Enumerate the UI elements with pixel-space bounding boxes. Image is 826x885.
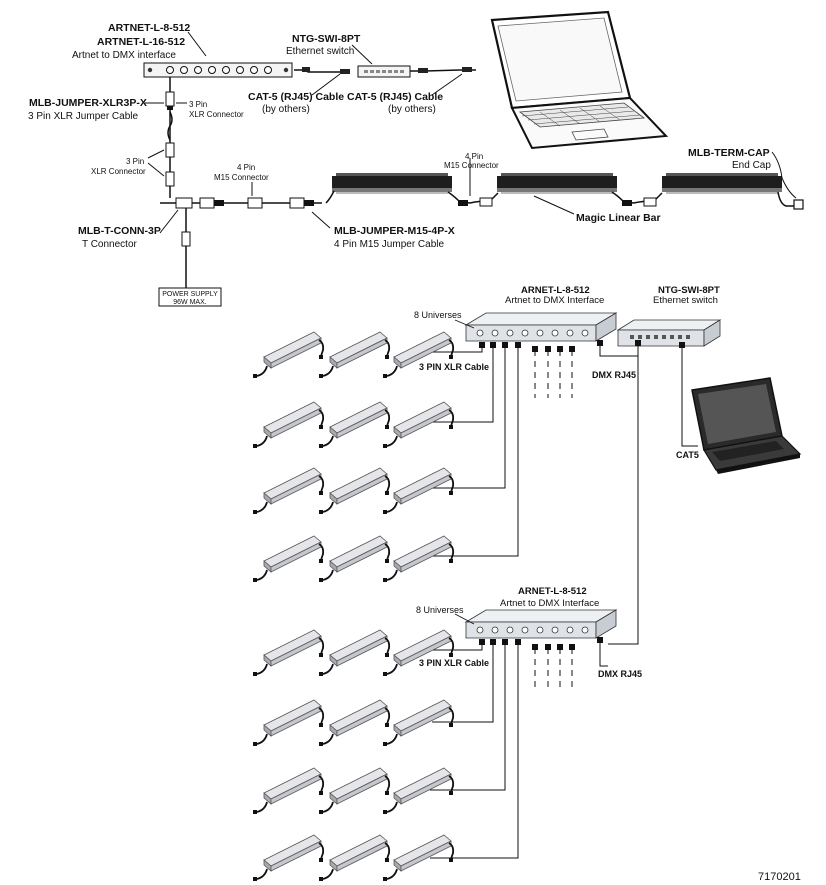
bar [382,629,455,677]
bot-universes: 8 Universes [416,605,464,615]
bar [318,401,391,449]
t-conn-desc: T Connector [82,239,138,250]
xlr-conn-a-2: XLR Connector [189,110,244,119]
middle-section: ARNET-L-8-512 Artnet to DMX Interface NT… [252,285,802,645]
mid-artnet-model: ARNET-L-8-512 [521,285,590,296]
bar [252,629,325,677]
bar [318,467,391,515]
m15-conn-a-2: M15 Connector [214,173,269,182]
power-supply-line1: POWER SUPPLY [162,291,218,298]
bar [382,767,455,815]
cat5-right-note: (by others) [388,104,436,115]
artnet-desc: Artnet to DMX interface [72,50,176,61]
linear-bar-1 [332,173,452,194]
linear-bar-label: Magic Linear Bar [576,212,661,224]
laptop-top [490,10,669,150]
laptop-middle [691,377,802,474]
bar [252,834,325,882]
bot-dmx-rj45: DMX RJ45 [598,669,642,679]
mid-xlr-cable: 3 PIN XLR Cable [419,362,489,372]
bar [318,834,391,882]
cat5-left-title: CAT-5 (RJ45) Cable [248,91,344,103]
artnet-interface-middle [465,312,617,342]
switch-top [357,65,411,78]
power-supply-line2: 96W MAX. [173,299,207,306]
m15-jumper-model: MLB-JUMPER-M15-4P-X [334,225,455,237]
m15-conn-b-2: M15 Connector [444,161,499,170]
xlr-conn-a-1: 3 Pin [189,100,207,109]
bot-artnet-model: ARNET-L-8-512 [518,586,587,597]
cat5-right-title: CAT-5 (RJ45) Cable [347,91,443,103]
t-conn-model: MLB-T-CONN-3P [78,225,161,237]
bar [318,767,391,815]
bar [382,467,455,515]
bar [318,699,391,747]
mid-switch-model: NTG-SWI-8PT [658,285,720,296]
m15-conn-a-1: 4 Pin [237,163,255,172]
bar [318,629,391,677]
term-cap-desc: End Cap [732,160,771,171]
m15-conn-b-1: 4 Pin [465,152,483,161]
term-cap-model: MLB-TERM-CAP [688,147,770,159]
bar [382,401,455,449]
bottom-section: ARNET-L-8-512 Artnet to DMX Interface 8 … [252,586,642,882]
switch-model: NTG-SWI-8PT [292,33,361,45]
top-section: ARTNET-L-8-512 ARTNET-L-16-512 Artnet to… [28,10,804,307]
xlr-jumper-model: MLB-JUMPER-XLR3P-X [29,97,147,109]
artnet-interface-top [143,62,293,78]
switch-desc: Ethernet switch [286,46,354,57]
mid-dmx-rj45: DMX RJ45 [592,370,636,380]
artnet-model-2: ARTNET-L-16-512 [97,36,185,48]
xlr-conn-b-1: 3 Pin [126,157,144,166]
artnet-model-1: ARTNET-L-8-512 [108,22,190,34]
bot-xlr-cable: 3 PIN XLR Cable [419,658,489,668]
bar [252,535,325,583]
cat5-left-note: (by others) [262,104,310,115]
bar [318,535,391,583]
power-supply-box [158,287,222,307]
m15-jumper-desc: 4 Pin M15 Jumper Cable [334,239,444,250]
bot-artnet-desc: Artnet to DMX Interface [500,598,599,609]
linear-bar-3 [662,173,782,194]
bar [252,401,325,449]
t-connector [160,197,224,290]
bar [382,535,455,583]
linear-bar-2 [497,173,617,194]
xlr-conn-b-2: XLR Connector [91,167,146,176]
artnet-interface-bottom [465,609,617,639]
mid-switch-desc: Ethernet switch [653,295,718,306]
bar [252,467,325,515]
bar [252,331,325,379]
bar [252,767,325,815]
bar [382,699,455,747]
switch-middle [616,319,722,347]
bar [252,699,325,747]
bar [318,331,391,379]
xlr-jumper-desc: 3 Pin XLR Jumper Cable [28,111,138,122]
mid-universes: 8 Universes [414,310,462,320]
doc-number: 7170201 [758,871,801,883]
mid-cat5: CAT5 [676,450,699,460]
mid-artnet-desc: Artnet to DMX Interface [505,295,604,306]
